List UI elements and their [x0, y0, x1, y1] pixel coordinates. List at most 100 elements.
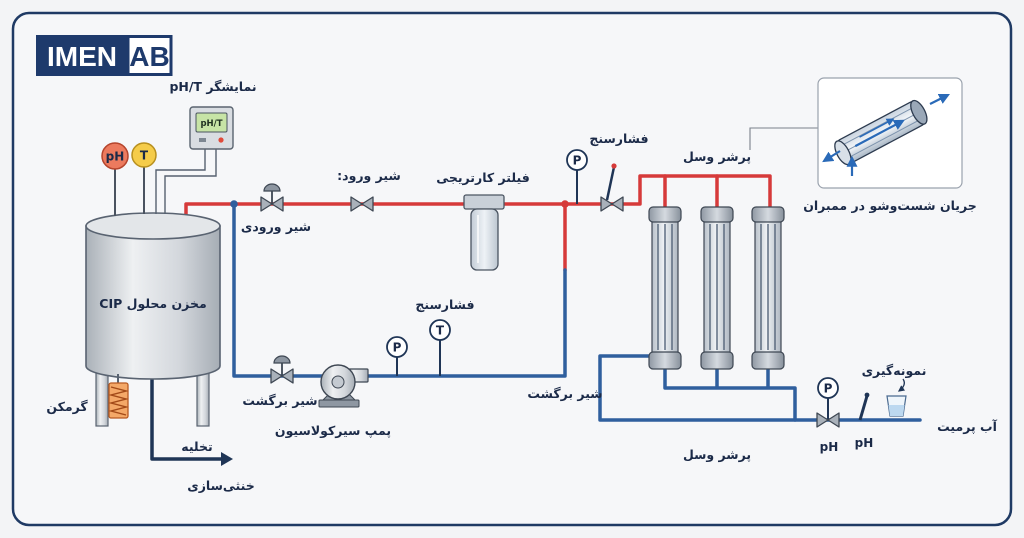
piping [184, 174, 922, 422]
membrane-sheet-line [850, 120, 918, 157]
valve-body-icon [827, 412, 840, 428]
supply-pipe-main [184, 174, 772, 218]
valve-handle-icon [273, 355, 291, 364]
logo-left-text: IMEN [47, 41, 117, 72]
needle-gauge-tip [611, 163, 617, 169]
tank-top [85, 212, 221, 240]
cip-tank: مخزن محلول CIP [85, 212, 221, 380]
ph-sensor-label: pH [106, 150, 125, 164]
permeate-valve: P pH [816, 377, 840, 454]
logo-right-text: AB [129, 41, 169, 72]
pump-label: پمپ سیرکولاسیون [275, 423, 391, 438]
inlet-valve-2: شیر ورود: [337, 168, 401, 212]
concentrate-pipe [598, 354, 922, 422]
flow-arrow-out-left-icon [822, 150, 841, 163]
inlet-valve-2-label: شیر ورود: [337, 168, 401, 183]
pressure-vessel [648, 206, 682, 370]
gauge-symbol: P [573, 154, 582, 168]
valve-body-icon [600, 196, 613, 212]
gauge-face [566, 149, 588, 171]
tank-body [85, 225, 221, 380]
vessel-bottom-manifold [663, 366, 797, 422]
vessel-top-cap [700, 206, 734, 223]
gauge-face [386, 336, 408, 358]
display-cable-2 [164, 149, 217, 214]
display-button [199, 138, 206, 142]
callout-leader-line [749, 127, 818, 150]
valve-body-icon [260, 196, 273, 212]
drain-arrow-icon [221, 452, 233, 466]
vessels-bottom-label: پرشر وسل [683, 447, 751, 462]
filter-housing [470, 208, 499, 271]
drain-line: تخلیه خنثی‌سازی [150, 379, 255, 493]
logo-left-box [36, 35, 128, 76]
vessel-top-cap [648, 206, 682, 223]
pressure-gauge-top: P [566, 149, 588, 204]
display-screen [195, 112, 228, 133]
valve-body-icon [361, 196, 374, 212]
heater-label: گرمکن [46, 399, 88, 414]
gauge-face [429, 319, 451, 341]
permeate-water-label: آب پرمیت [937, 419, 997, 434]
membrane-outlet-end [910, 99, 928, 125]
mid-pressure-gauge-label: فشارسنج [415, 297, 474, 312]
ph-t-display: pH/T نمایشگر pH/T [155, 79, 257, 214]
valve-body-icon [816, 412, 829, 428]
callout-label: جریان شست‌وشو در ممبران [803, 198, 977, 213]
valve-body-icon [281, 368, 294, 384]
pressure-vessel [751, 206, 785, 370]
pressure-vessel [700, 206, 734, 370]
temperature-gauge-pump: T [429, 319, 451, 376]
vessels-top-label: پرشر وسل [683, 149, 751, 164]
diagram-frame [11, 11, 1013, 527]
permeate-valve-ph-label: pH [820, 440, 839, 454]
sampling-point: pH نمونه‌گیری [855, 363, 927, 450]
membrane-sheet-line [843, 108, 912, 145]
gauge-face [817, 377, 839, 399]
display-cable-1 [155, 149, 206, 214]
sampling-label: نمونه‌گیری [862, 363, 927, 378]
tank-label: مخزن محلول CIP [99, 296, 206, 311]
junction-dot-bypass [561, 200, 569, 208]
logo-right-box [126, 35, 173, 76]
valve-handle-icon [263, 183, 281, 192]
temperature-sensor: T [131, 142, 157, 214]
cartridge-filter: فیلتر کارتریجی [436, 170, 530, 271]
filter-head [463, 194, 505, 210]
vessel-top-cap [751, 206, 785, 223]
valve-body-icon [350, 196, 363, 212]
vessel-bottom-cap [751, 351, 785, 370]
return-valve: شیر برگشت [242, 355, 318, 408]
display-indicator-led [218, 137, 224, 143]
gauge-symbol: P [824, 382, 833, 396]
display-label: نمایشگر pH/T [169, 79, 256, 94]
valve-body-icon [270, 368, 283, 384]
needle-gauge-icon [605, 166, 616, 201]
sampling-arrow-icon [897, 378, 906, 392]
return-valve-label: شیر برگشت [242, 393, 317, 408]
neutralization-label: خنثی‌سازی [187, 478, 255, 493]
valve-body-icon [611, 196, 624, 212]
heater: گرمکن [46, 374, 129, 419]
drain-pipe [150, 379, 222, 461]
pump-impeller-icon [331, 375, 345, 389]
circulation-pump: پمپ سیرکولاسیون [275, 364, 391, 438]
temperature-sensor-head [131, 142, 157, 168]
junction-dot-return [230, 200, 238, 208]
flow-arrow-icon [859, 118, 895, 138]
heater-coil-icon [108, 386, 129, 416]
gauge-symbol: P [393, 341, 402, 355]
imenab-logo: IMEN AB [36, 35, 173, 76]
vessel-feed-valve: فشارسنج [589, 131, 649, 212]
return-pipe-main [232, 202, 567, 378]
vessel-bottom-cap [648, 351, 682, 370]
filter-label: فیلتر کارتریجی [436, 170, 530, 185]
membrane-flow-callout: جریان شست‌وشو در ممبران [749, 77, 977, 213]
top-pressure-gauge-label: فشارسنج [589, 131, 648, 146]
temperature-sensor-label: T [140, 149, 149, 163]
ph-probe-label: pH [855, 436, 874, 450]
pump-base [318, 399, 360, 408]
flow-arrow-out-right-icon [929, 94, 950, 105]
ph-sensor: pH [101, 142, 129, 216]
